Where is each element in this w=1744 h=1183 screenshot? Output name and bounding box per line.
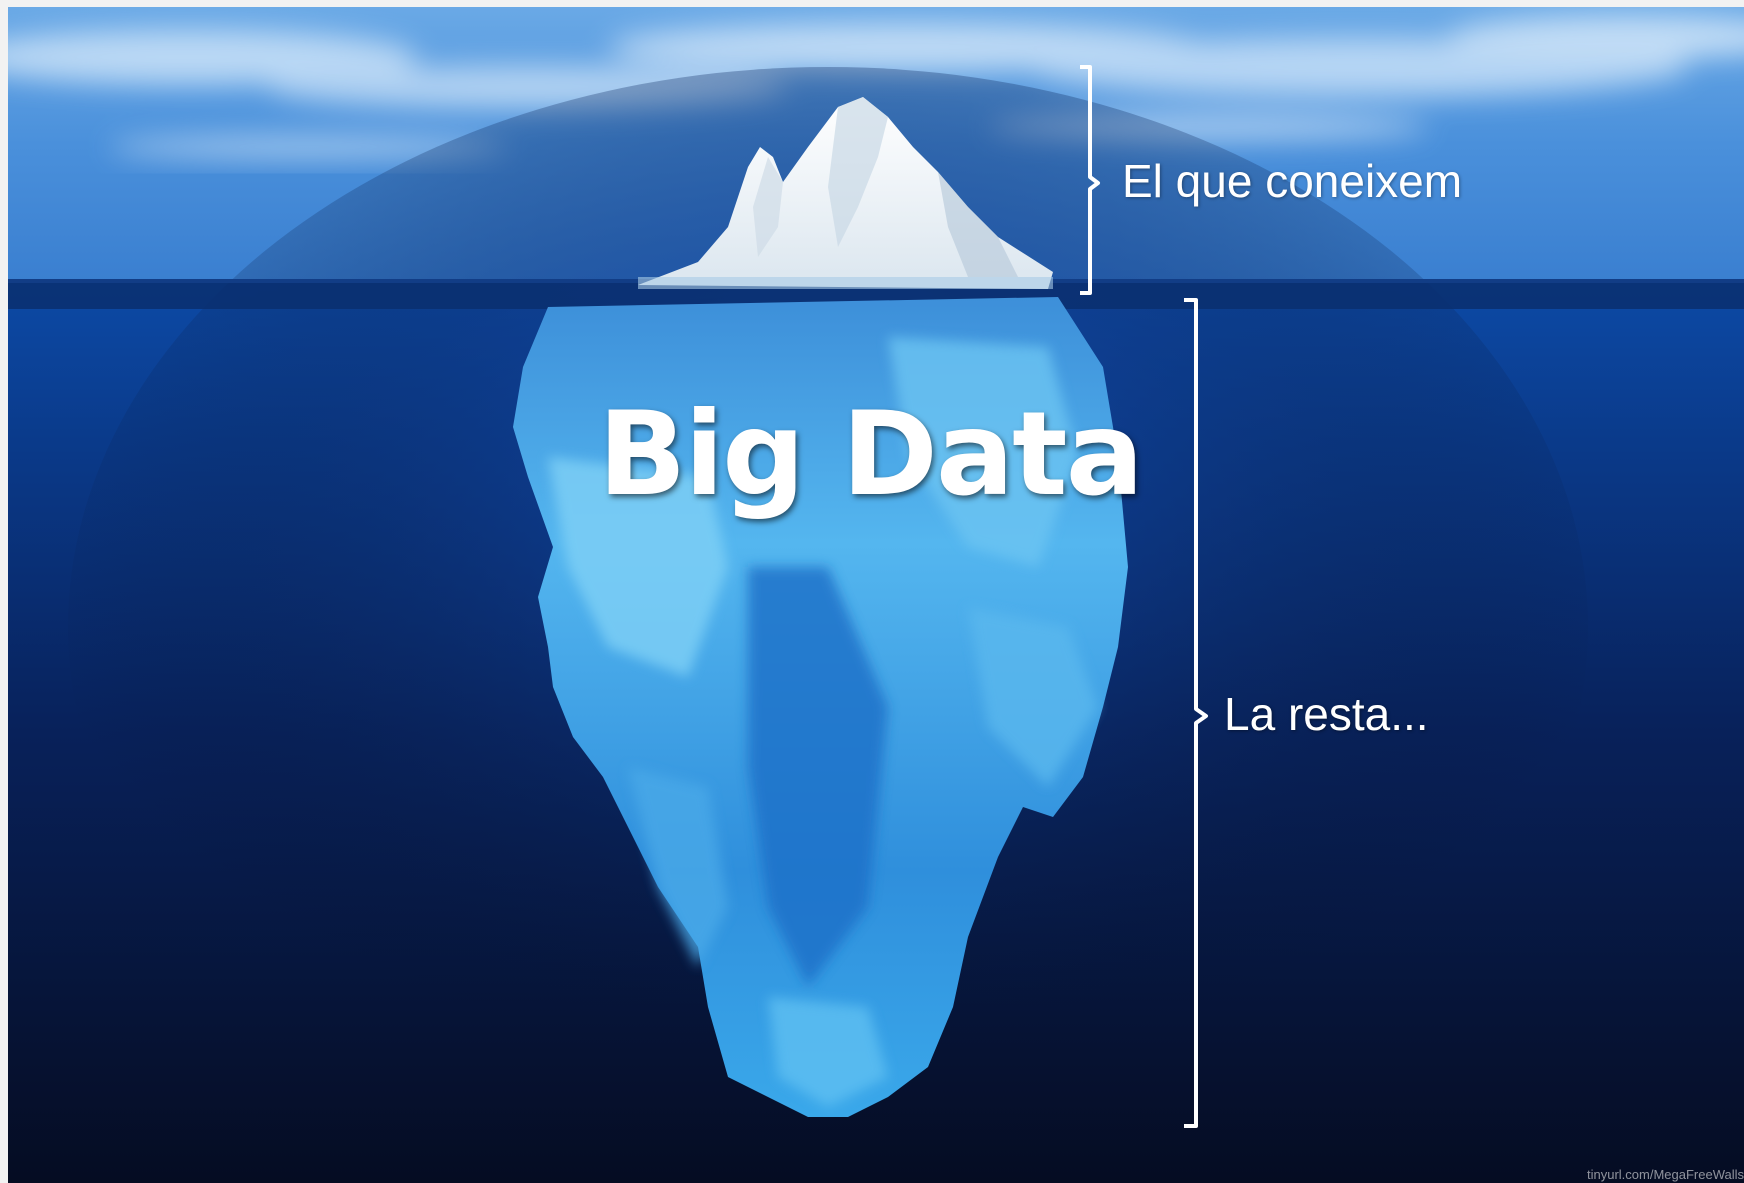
label-rest: La resta... [1224,688,1429,740]
watermark: tinyurl.com/MegaFreeWalls [1586,1167,1744,1182]
iceberg-underwater [513,297,1128,1117]
label-known: El que coneixem [1122,155,1463,207]
bracket-top [1080,65,1100,295]
iceberg-tip [638,97,1053,289]
title-big-data: Big Data [598,387,1144,522]
bracket-bottom [1184,298,1208,1128]
slide: El que coneixem La resta... Big Data tin… [8,7,1744,1183]
iceberg-scene [8,7,1744,1183]
